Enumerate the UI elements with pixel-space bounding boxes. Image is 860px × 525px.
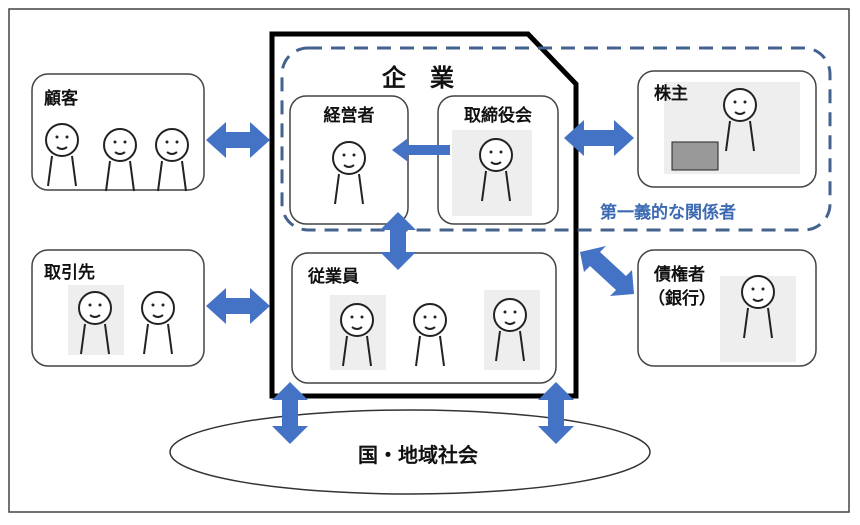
arrow-customer-company xyxy=(206,122,270,158)
arrow-board-shareholders xyxy=(564,120,634,156)
company-title: 企 業 xyxy=(382,64,454,92)
arrow-management-employees xyxy=(380,212,416,270)
shareholders-label: 株主 xyxy=(654,83,688,104)
board-figure xyxy=(452,130,532,216)
creditor-figure xyxy=(720,275,796,362)
community-label: 国・地域社会 xyxy=(358,443,478,467)
creditor-label: 債権者 xyxy=(653,264,705,285)
employees-figures xyxy=(330,290,540,370)
supplier-figures xyxy=(68,285,175,355)
employees-label: 従業員 xyxy=(307,266,359,287)
shareholder-figure xyxy=(664,82,800,174)
arrow-company-creditor xyxy=(580,246,634,296)
arrow-board-management xyxy=(392,138,450,162)
arrow-supplier-company xyxy=(206,288,270,324)
primary-stakeholder-region xyxy=(280,46,832,232)
customer-label: 顧客 xyxy=(44,88,79,109)
creditor-sublabel: （銀行） xyxy=(648,288,716,309)
primary-stakeholder-label: 第一義的な関係者 xyxy=(600,202,736,223)
arrow-company-community-right xyxy=(538,382,574,444)
management-label: 経営者 xyxy=(324,105,375,126)
arrows xyxy=(206,120,634,444)
supplier-label: 取引先 xyxy=(44,262,95,283)
board-label: 取締役会 xyxy=(464,105,532,126)
arrow-company-community-left xyxy=(272,382,308,444)
